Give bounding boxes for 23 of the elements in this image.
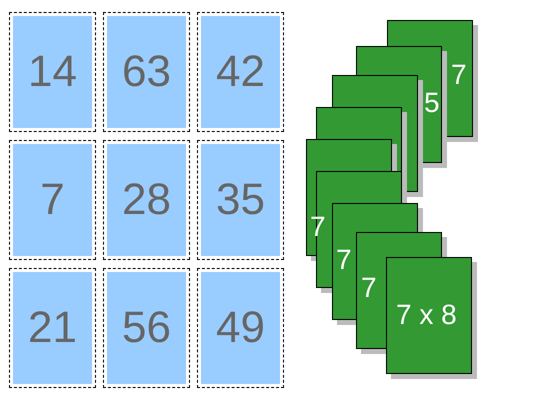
number-card [9,268,96,388]
number-label: 56 [122,303,171,353]
number-label: 42 [216,47,265,97]
number-label: 28 [122,175,171,225]
card-label: 7 [451,60,467,90]
number-card [197,140,284,260]
card-label: 7 [361,273,377,303]
number-card [103,140,190,260]
number-label: 14 [28,47,77,97]
number-card [9,140,96,260]
number-label: 7 [40,175,65,225]
number-card [197,268,284,388]
number-label: 49 [216,303,265,353]
card-label: 7 [336,245,352,275]
number-card [103,12,190,132]
number-label: 21 [28,303,77,353]
number-card [9,12,96,132]
number-card [103,268,190,388]
number-card [197,12,284,132]
number-label: 63 [122,47,171,97]
card-label: 5 [424,88,440,118]
number-label: 35 [216,175,265,225]
card-label: 7 x 8 [396,300,457,330]
